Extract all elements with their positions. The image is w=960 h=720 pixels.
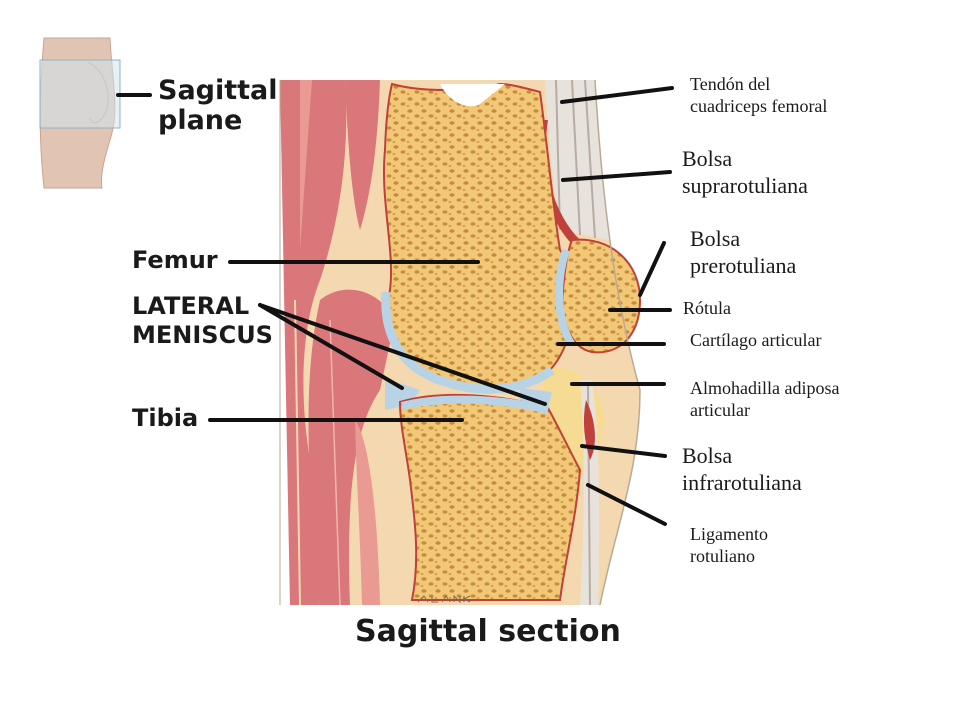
label-sagittal-plane: Sagittal plane xyxy=(158,75,278,137)
label-lateral-meniscus: LATERAL MENISCUS xyxy=(132,292,273,349)
leader-meniscus-1 xyxy=(258,303,404,390)
label-femur: Femur xyxy=(132,246,218,274)
leader-prepatellar-bursa xyxy=(638,241,666,297)
patella-bone xyxy=(555,238,642,354)
leader-meniscus-2 xyxy=(258,303,547,406)
femur-bone xyxy=(382,82,575,390)
label-patella: Rótula xyxy=(683,298,731,318)
label-suprapatellar-bursa: Bolsa suprarotuliana xyxy=(682,146,808,198)
femoral-cartilage xyxy=(381,291,555,394)
artist-signature xyxy=(417,594,471,604)
tibia-bone xyxy=(398,393,582,601)
label-tibia: Tibia xyxy=(132,404,199,432)
label-prepatellar-bursa: Bolsa prerotuliana xyxy=(690,226,797,278)
label-articular-cartilage: Cartílago articular xyxy=(690,330,822,350)
leader-infrapatellar-bursa xyxy=(580,444,667,458)
label-quadriceps-tendon: Tendón del cuadriceps femoral xyxy=(690,74,828,116)
label-fat-pad: Almohadilla adiposa articular xyxy=(690,378,840,420)
label-patellar-ligament: Ligamento rotuliano xyxy=(690,524,768,566)
leader-lines xyxy=(116,86,674,526)
leader-suprapatellar-bursa xyxy=(561,170,672,182)
leader-quadriceps-tendon xyxy=(560,86,674,104)
sagittal-plane-thumbnail xyxy=(39,37,121,189)
label-infrapatellar-bursa: Bolsa infrarotuliana xyxy=(682,443,802,495)
diagram-caption: Sagittal section xyxy=(355,614,621,649)
leader-patellar-ligament xyxy=(586,483,667,526)
